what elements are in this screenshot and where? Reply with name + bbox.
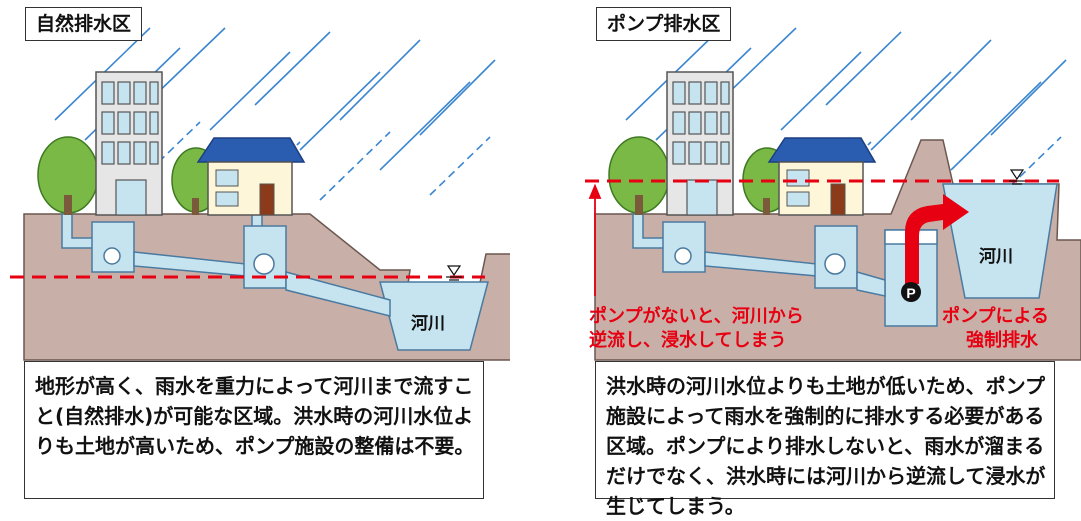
river-label: 河川 xyxy=(979,247,1013,267)
panel-title: 自然排水区 xyxy=(25,7,143,41)
description-box: 地形が高く、雨水を重力によって河川まで流すこと(自然排水)が可能な区域。洪水時の… xyxy=(24,361,484,499)
pump-annotation-line1: ポンプによる xyxy=(942,306,1049,327)
house xyxy=(767,137,877,216)
pump-discharge-arrow xyxy=(905,194,969,284)
panel-title: ポンプ排水区 xyxy=(596,7,732,41)
river-water xyxy=(379,281,489,351)
water-level-marker xyxy=(1009,169,1025,185)
pump-icon xyxy=(901,282,921,302)
pump-annotation-line2: 強制排水 xyxy=(966,330,1038,351)
house xyxy=(196,137,306,216)
description-text: 地形が高く、雨水を重力によって河川まで流すこと(自然排水)が可能な区域。洪水時の… xyxy=(35,374,475,458)
sewer-pipes xyxy=(61,213,391,317)
backflow-annotation-line1: ポンプがないと、河川から xyxy=(589,306,804,327)
description-box: 洪水時の河川水位よりも土地が低いため、ポンプ施設によって雨水を強制的に排水する必… xyxy=(595,361,1055,518)
backflow-annotation-line2: 逆流し、浸水してしまう xyxy=(589,330,787,351)
backflow-arrow xyxy=(588,183,602,296)
natural-drainage-illustration xyxy=(10,27,510,361)
pump-drainage-panel: P ポンプ排水区 河川 ポンプがないと、河川から 逆流し、浸水してしまう ポンプ… xyxy=(571,0,1081,518)
pump-symbol-letter: P xyxy=(906,285,915,301)
description-text: 洪水時の河川水位よりも土地が低いため、ポンプ施設によって雨水を強制的に排水する必… xyxy=(606,374,1046,518)
office-building xyxy=(95,71,163,216)
sewer-pipes xyxy=(632,213,886,297)
natural-drainage-panel: 自然排水区 河川 地形が高く、雨水を重力によって河川まで流すこと(自然排水)が可… xyxy=(0,0,510,504)
office-building xyxy=(666,71,734,216)
pump-drainage-illustration: P xyxy=(585,27,1081,361)
river-label: 河川 xyxy=(411,314,445,334)
water-level-marker xyxy=(446,265,462,281)
